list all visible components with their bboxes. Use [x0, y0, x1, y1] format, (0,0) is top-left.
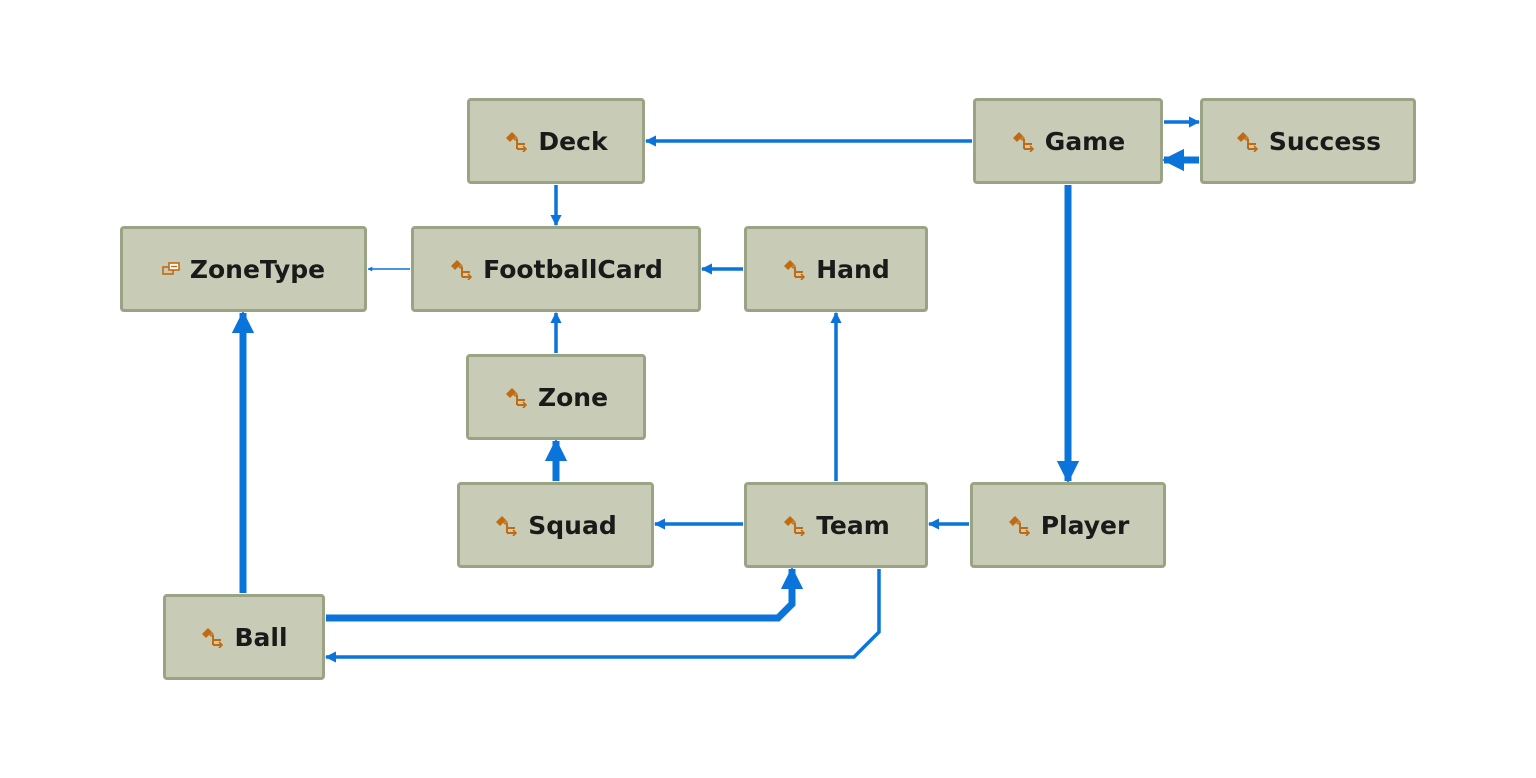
node-label: Zone: [537, 382, 609, 412]
node-label: Team: [816, 510, 890, 540]
class-icon: [1235, 130, 1259, 152]
node-label: Deck: [538, 126, 608, 156]
node-squad[interactable]: Squad: [457, 482, 654, 568]
node-player[interactable]: Player: [970, 482, 1166, 568]
node-footballcard[interactable]: FootballCard: [411, 226, 701, 312]
node-label: FootballCard: [483, 254, 663, 284]
class-icon: [782, 258, 806, 280]
class-icon: [449, 258, 473, 280]
class-icon: [494, 514, 518, 536]
node-label: Squad: [528, 510, 617, 540]
class-icon: [504, 130, 528, 152]
node-zone[interactable]: Zone: [466, 354, 646, 440]
node-ball[interactable]: Ball: [163, 594, 325, 680]
node-label: Success: [1268, 126, 1382, 156]
node-hand[interactable]: Hand: [744, 226, 928, 312]
node-label: Player: [1040, 510, 1130, 540]
edge-ball-to-team: [326, 566, 804, 622]
class-icon: [200, 626, 224, 648]
class-icon: [1011, 130, 1035, 152]
node-success[interactable]: Success: [1200, 98, 1416, 184]
node-label: Game: [1044, 126, 1126, 156]
node-label: Ball: [234, 622, 288, 652]
node-team[interactable]: Team: [744, 482, 928, 568]
edge-team-to-ball: [324, 569, 881, 663]
class-icon: [504, 386, 528, 408]
node-game[interactable]: Game: [973, 98, 1163, 184]
enum-icon: [162, 262, 180, 276]
node-label: Hand: [816, 254, 890, 284]
node-label: ZoneType: [189, 254, 326, 284]
class-icon: [1007, 514, 1031, 536]
node-zonetype[interactable]: ZoneType: [120, 226, 367, 312]
node-deck[interactable]: Deck: [467, 98, 645, 184]
class-icon: [782, 514, 806, 536]
